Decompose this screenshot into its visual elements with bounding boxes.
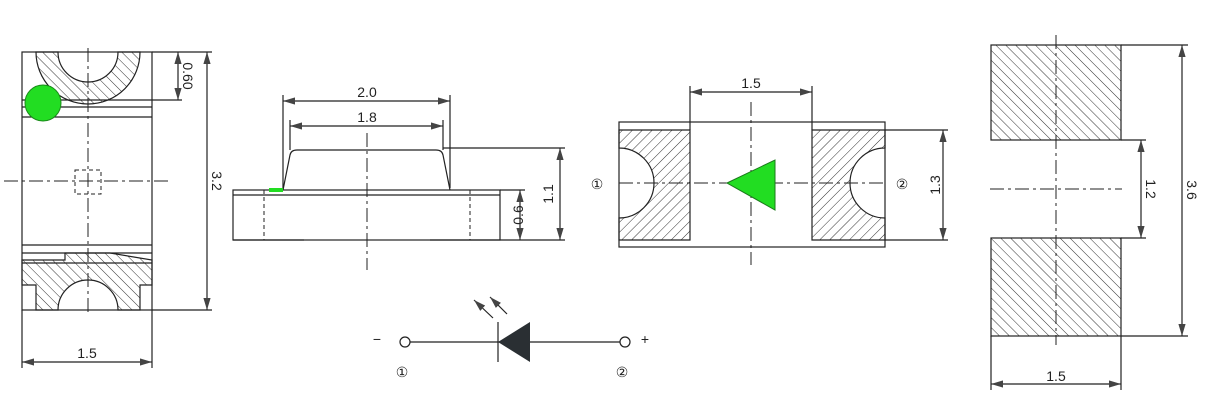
schematic-pin1: ① [396,364,409,380]
top-view: 1.5 1.3 ① ② [591,75,948,265]
dim-1.5-pitch: 1.5 [741,75,761,91]
polarity-dot [24,84,62,122]
dim-0.6: 0.6 [510,205,526,225]
led-polarity-triangle [725,159,776,211]
footprint: 1.2 3.6 1.5 [990,35,1200,390]
side-view: 2.0 1.8 1.1 0.6 [232,84,565,270]
pin1-label: ① [591,176,604,192]
dim-1.5-footprint: 1.5 [1046,368,1066,384]
anode-sign: + [641,331,649,347]
bottom-view: 0.60 3.2 1.5 [4,48,225,368]
cathode-sign: − [373,331,381,347]
dim-1.5: 1.5 [77,345,97,361]
diode-icon [498,322,530,362]
dim-2.0: 2.0 [357,84,377,100]
dim-1.2: 1.2 [1143,179,1159,199]
dim-1.1: 1.1 [540,184,556,204]
pin2-label: ② [896,176,909,192]
schematic-symbol: − + ① ② [373,296,649,380]
dim-3.6: 3.6 [1184,180,1200,200]
dim-3.2: 3.2 [209,171,225,191]
dim-1.3: 1.3 [927,175,943,195]
dim-0.60: 0.60 [180,62,196,89]
schematic-pin2: ② [616,364,629,380]
bottom-pad-hatch [21,252,153,311]
dim-1.8: 1.8 [357,109,377,125]
